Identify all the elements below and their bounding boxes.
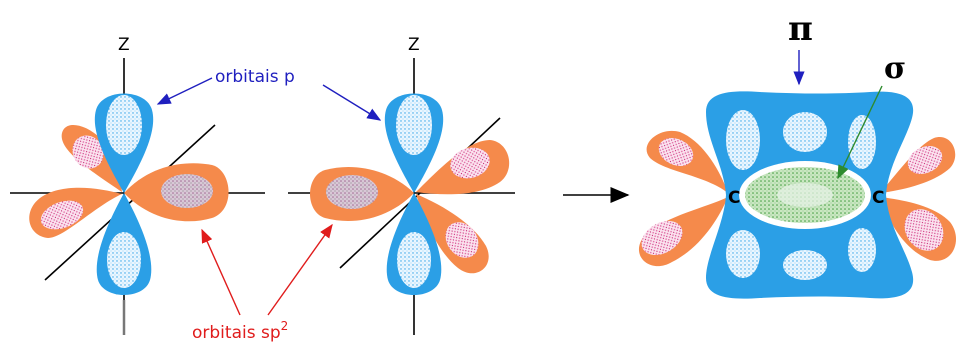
- pi-lobe-top-left: [726, 110, 760, 170]
- pi-lobe-bottom-left: [726, 230, 760, 278]
- sp2-orbitals-label: orbitais sp2: [192, 319, 288, 343]
- middle-p-orbital-lobe-bottom: [386, 193, 442, 295]
- left-sp2-orbital-right: [124, 163, 229, 222]
- left-sp2-orbital-upper-left: [61, 124, 122, 192]
- left-carbon-atom: Z: [10, 35, 265, 335]
- sp2-label-arrow-right: [267, 223, 333, 316]
- carbon-left-label: C: [728, 188, 740, 208]
- middle-p-orbital-lobe-top: [384, 93, 444, 193]
- left-p-orbital-lobe-bottom: [96, 193, 152, 295]
- sigma-label-arrow: [837, 85, 883, 180]
- left-z-label: Z: [118, 35, 130, 55]
- carbon-right-label: C: [872, 188, 884, 208]
- right-sp2-lobe-upper-left: [646, 130, 728, 193]
- middle-z-label: Z: [408, 35, 420, 55]
- middle-diagonal-axis: [339, 117, 501, 269]
- right-sp2-lobe-upper-right: [880, 137, 956, 193]
- sp2-label-arrow-left: [201, 228, 241, 316]
- pi-lobe-bottom-right: [848, 228, 876, 272]
- sp2-label-superscript: 2: [281, 319, 289, 333]
- ethene-bond-model: C C π σ: [638, 9, 957, 299]
- left-sp2-orbital-lower-left: [29, 187, 123, 238]
- middle-sp2-orbital-lower-right: [416, 194, 489, 274]
- pi-lobe-bottom-center: [783, 250, 827, 280]
- left-diagonal-axis: [44, 124, 216, 281]
- sigma-bond-core: [777, 183, 833, 207]
- sigma-bond-label: σ: [884, 51, 906, 86]
- right-sp2-lobe-lower-right: [880, 197, 957, 261]
- middle-sp2-orbital-left: [310, 166, 414, 221]
- sp2-label-text: orbitais sp: [192, 323, 281, 343]
- pi-bond-label: π: [788, 9, 813, 49]
- pi-lobe-top-center: [783, 112, 827, 152]
- middle-carbon-atom: Z: [288, 35, 515, 335]
- middle-sp2-orbital-upper-right: [416, 140, 510, 195]
- left-p-orbital-lobe-top: [94, 93, 154, 193]
- p-orbital-annotation: orbitais p: [156, 67, 382, 121]
- p-label-arrow-right: [322, 84, 382, 121]
- sp2-orbital-annotation: orbitais sp2: [192, 223, 333, 343]
- pi-lobe-top-right: [848, 115, 876, 169]
- right-sp2-lobe-lower-left: [638, 197, 728, 267]
- p-orbitals-label: orbitais p: [215, 67, 295, 87]
- p-label-arrow-left: [156, 77, 213, 105]
